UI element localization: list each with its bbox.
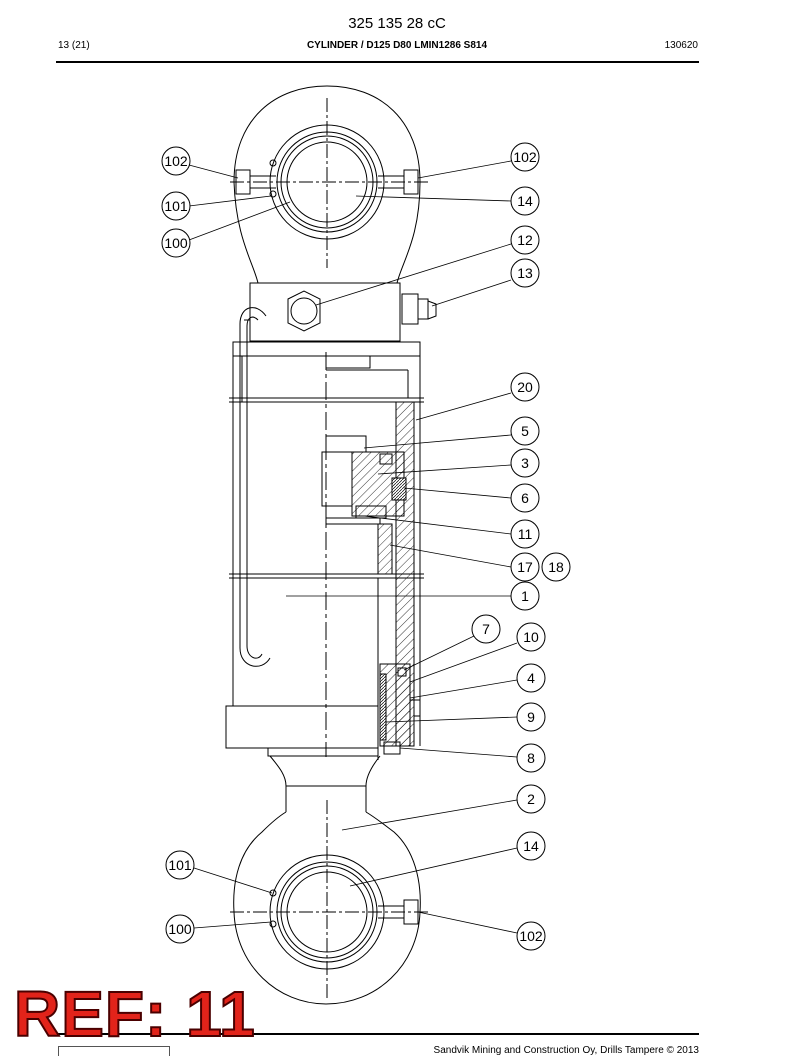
callout-100-upper: 100 [164,235,188,251]
lower-rod-eye [230,800,428,1005]
hydraulic-pipe [239,307,271,667]
callout-10-bubble [516,622,546,652]
callout-102-upper-right: 102 [513,149,537,165]
callout-13: 13 [517,265,533,281]
callout-11: 11 [518,526,533,542]
callout-100-lower-bubble [165,914,195,944]
drawing-title: CYLINDER / D125 D80 LMIN1286 S814 [306,40,488,51]
callout-9-bubble [516,702,546,732]
footer-copyright: Sandvik Mining and Construction Oy, Dril… [433,1045,699,1056]
callout-18-bubble [541,552,571,582]
callout-14-upper: 14 [517,193,533,209]
callout-8-bubble [516,743,546,773]
callout-102-lower: 102 [519,928,543,944]
footer-divider [56,1033,699,1035]
callout-14-lower: 14 [523,838,539,854]
callout-7-bubble [471,614,501,644]
callout-18: 18 [548,559,564,575]
callout-12-bubble [510,225,540,255]
rod-gland [379,663,420,755]
callout-17-bubble [510,552,540,582]
callout-12: 12 [517,232,533,248]
callout-101-lower: 101 [168,857,192,873]
callout-102-upper-right-bubble [510,142,540,172]
bottom-flange [225,705,381,812]
callout-7: 7 [482,621,490,637]
cylinder-head-block [244,282,437,342]
callout-101-upper: 101 [164,198,188,214]
callout-17: 17 [517,559,533,575]
document-date: 130620 [664,40,698,51]
callout-14-lower-bubble [516,831,546,861]
piston-assembly [321,435,407,525]
callout-6: 6 [521,490,529,506]
callout-4: 4 [527,670,535,686]
callout-8: 8 [527,750,535,766]
callout-3: 3 [521,455,529,471]
sandvik-logo [58,1046,170,1056]
callout-6-bubble [510,483,540,513]
upper-rod-eye [230,85,428,284]
callout-5: 5 [521,423,529,439]
callout-2: 2 [527,791,535,807]
document-number: 325 135 28 cC [348,15,446,32]
header-divider [56,61,699,63]
callout-20: 20 [517,379,533,395]
callout-100-lower: 100 [168,921,192,937]
callout-5-bubble [510,416,540,446]
callout-102-upper-left: 102 [164,153,188,169]
reference-stamp: REF: 11 [13,978,256,1050]
page-number: 13 (21) [58,40,90,51]
callout-13-bubble [510,258,540,288]
callout-20-bubble [510,372,540,402]
callout-14-upper-bubble [510,186,540,216]
callout-100-upper-bubble [161,228,191,258]
leader-lines [188,160,518,934]
callout-1: 1 [521,588,529,604]
callout-2-bubble [516,784,546,814]
callout-102-upper-left-bubble [161,146,191,176]
callout-101-upper-bubble [161,191,191,221]
callout-3-bubble [510,448,540,478]
callout-11-bubble [510,519,540,549]
callout-10: 10 [523,629,539,645]
callout-9: 9 [527,709,535,725]
callout-101-lower-bubble [165,850,195,880]
callout-102-lower-bubble [516,921,546,951]
callout-4-bubble [516,663,546,693]
callout-1-bubble [510,581,540,611]
